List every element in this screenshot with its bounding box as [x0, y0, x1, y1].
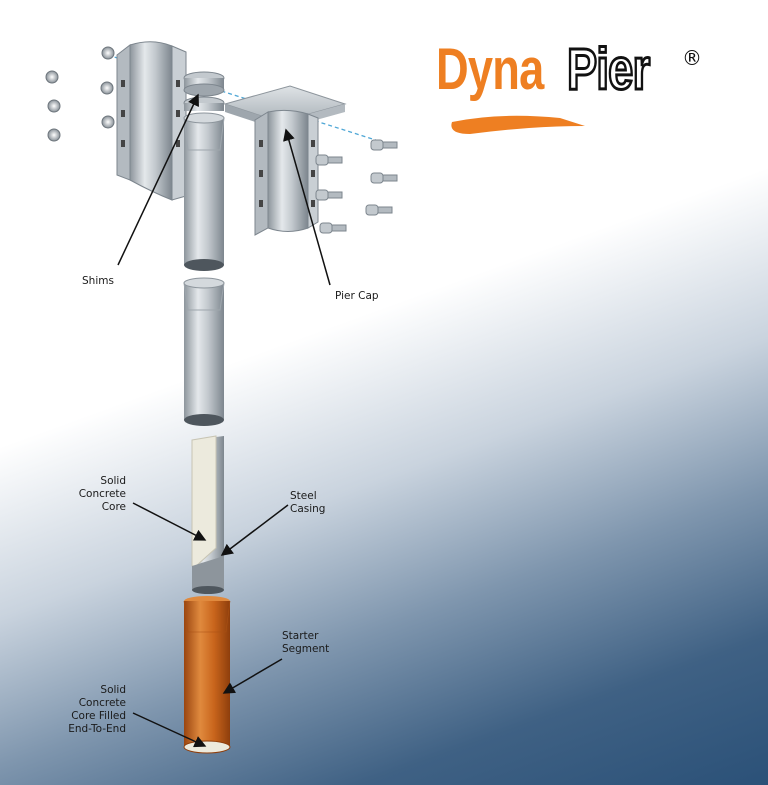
logo-dyna: Dyna: [436, 37, 544, 102]
cutaway-segment: [191, 435, 224, 594]
nut-icons: [45, 46, 115, 142]
starter-leader: [222, 658, 283, 694]
upper-tube: [183, 112, 225, 271]
starter-segment: [183, 596, 231, 754]
label-shims: Shims: [82, 275, 114, 287]
bolt-icons: [315, 139, 398, 234]
label-solid-concrete-core: Solid Concrete Core: [78, 475, 126, 513]
label-core-filled: Solid Concrete Core Filled End-To-End: [68, 684, 126, 735]
shims: [183, 71, 225, 111]
label-steel-casing: Steel Casing: [290, 490, 326, 515]
pier-cap: [223, 85, 347, 236]
core-filled-leader: [132, 712, 207, 748]
pier-cap-leader: [283, 128, 331, 286]
leader-lines: [117, 93, 331, 748]
logo-pier: Pier: [566, 37, 652, 102]
casing-leader: [220, 504, 289, 556]
logo-swoosh: [451, 115, 585, 134]
dynapier-logo: Dyna Pier ®: [436, 37, 702, 102]
left-bracket: [116, 41, 187, 201]
core-leader: [132, 502, 207, 541]
shims-leader: [117, 93, 199, 266]
label-starter-segment: Starter Segment: [282, 630, 330, 655]
label-pier-cap: Pier Cap: [335, 290, 379, 302]
registered-mark: ®: [682, 46, 702, 70]
middle-tube: [183, 277, 225, 426]
